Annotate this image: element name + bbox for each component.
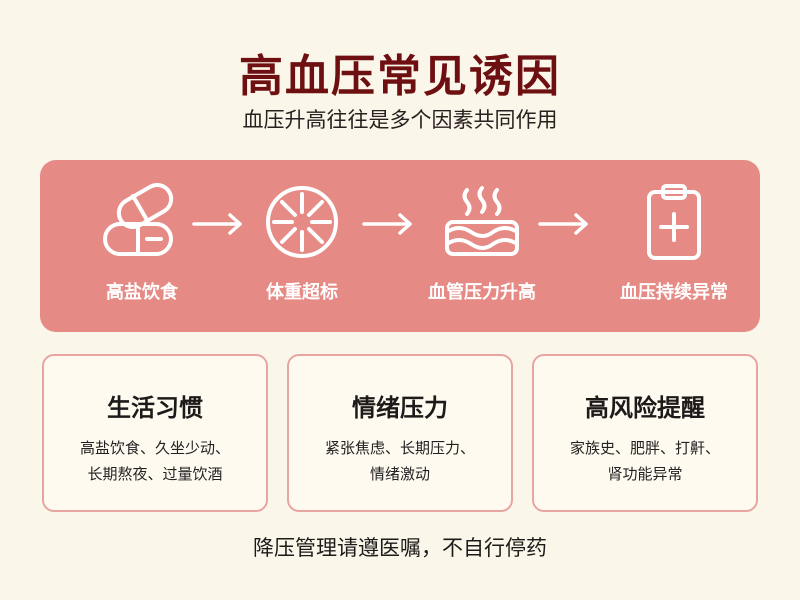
card-text: 家族史、肥胖、打鼾、 [569, 439, 720, 457]
flow-step-label: 血压持续异常 [620, 282, 728, 303]
wheel-icon [266, 186, 338, 258]
arrow-right-icon [362, 213, 412, 235]
flow-step-4: 血压持续异常 [588, 182, 760, 304]
card-title: 情绪压力 [352, 394, 448, 422]
card-text: 高盐饮食、久坐少动、 [79, 439, 230, 457]
flow-step-label: 高盐饮食 [106, 282, 178, 303]
card-emotional-stress: 情绪压力 紧张焦虑、长期压力、 情绪激动 [287, 354, 513, 512]
card-text: 紧张焦虑、长期压力、 [324, 439, 475, 457]
card-title: 生活习惯 [107, 394, 203, 422]
card-text: 情绪激动 [369, 465, 430, 483]
flow-step-2: 体重超标 [222, 182, 382, 304]
card-high-risk: 高风险提醒 家族史、肥胖、打鼾、 肾功能异常 [532, 354, 758, 512]
footer-note: 降压管理请遵医嘱，不自行停药 [253, 536, 547, 560]
arrow-right-icon [538, 213, 588, 235]
page-subtitle: 血压升高往往是多个因素共同作用 [242, 108, 558, 132]
flow-step-1: 高盐饮食 [62, 182, 222, 304]
card-title: 高风险提醒 [585, 394, 705, 422]
page-title: 高血压常见诱因 [239, 51, 561, 102]
card-text: 肾功能异常 [607, 465, 683, 483]
pill-icon [103, 183, 174, 256]
flow-step-label: 血管压力升高 [428, 282, 536, 303]
card-text: 长期熬夜、过量饮酒 [87, 465, 223, 483]
flow-panel: 高盐饮食 体重超标 [40, 160, 760, 332]
flow-step-label: 体重超标 [266, 282, 338, 303]
card-lifestyle: 生活习惯 高盐饮食、久坐少动、 长期熬夜、过量饮酒 [42, 354, 268, 512]
steaming-vessel-icon [445, 186, 519, 256]
medical-clipboard-icon [647, 184, 701, 260]
arrow-right-icon [192, 213, 242, 235]
flow-step-3: 血管压力升高 [402, 182, 562, 304]
